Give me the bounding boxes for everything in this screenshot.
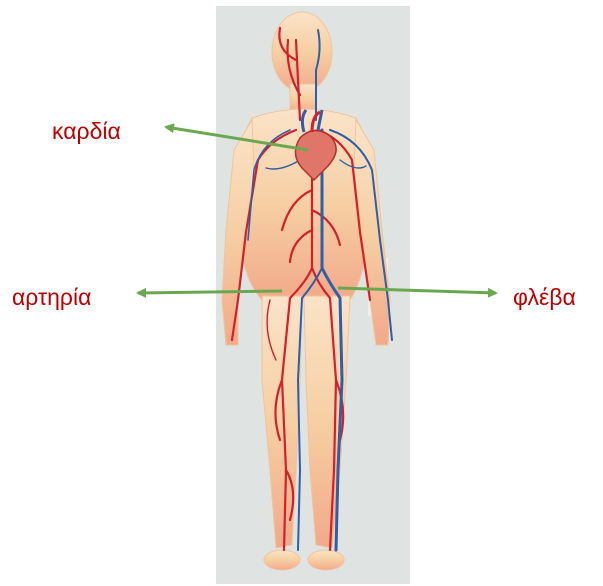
- artery-label: αρτηρία: [12, 283, 91, 311]
- vein-label: φλέβα: [513, 283, 576, 311]
- heart-label: καρδία: [52, 117, 121, 145]
- artery-pointer-arrow: [138, 291, 282, 293]
